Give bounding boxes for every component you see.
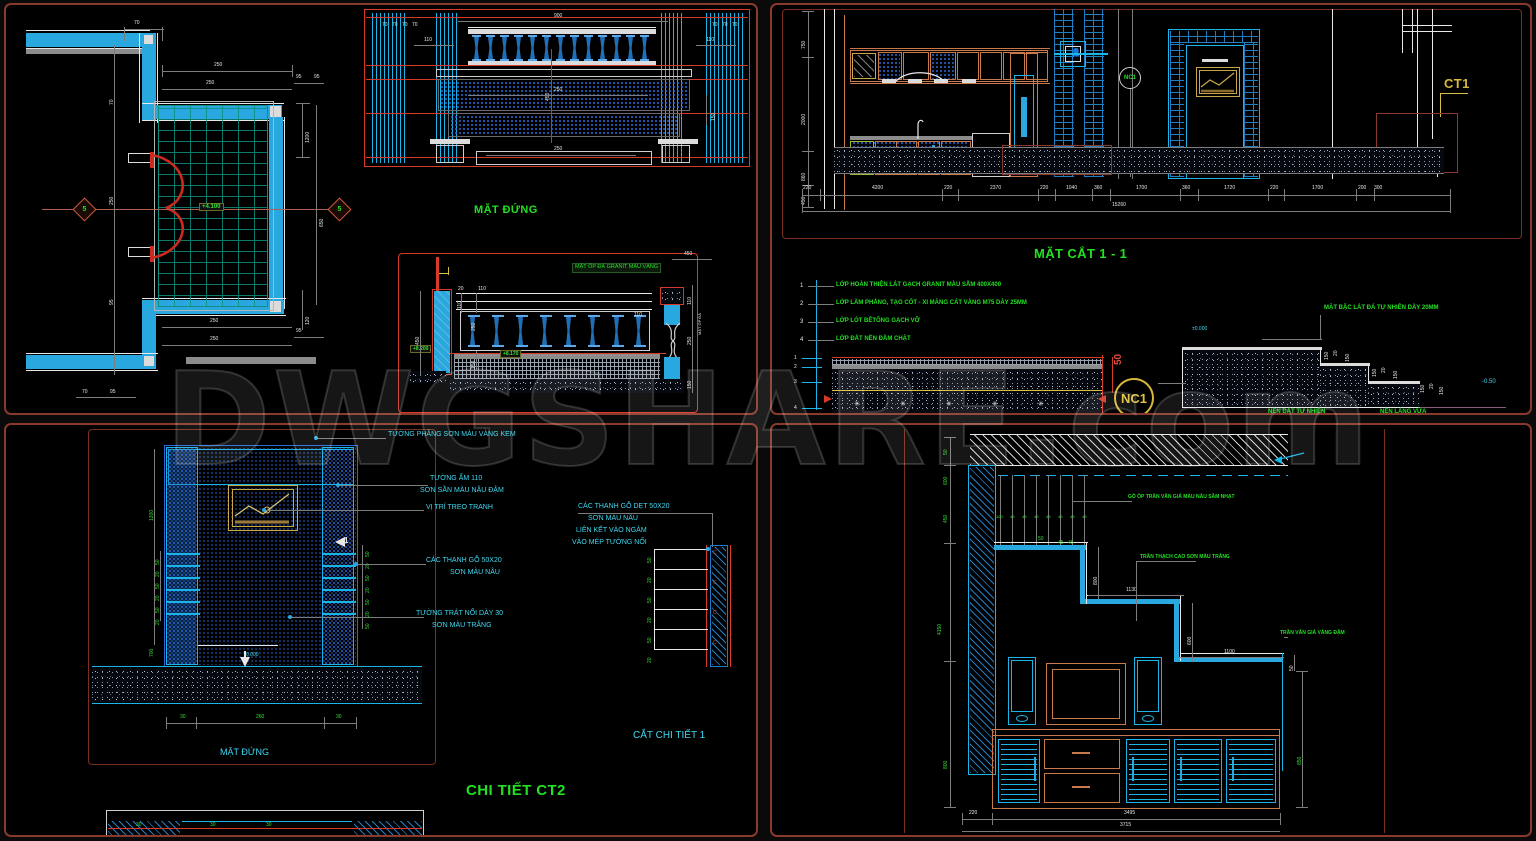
annotation-text: VỊ TRÍ TREO TRANH xyxy=(426,504,493,511)
dim-label: 1700 xyxy=(1312,185,1324,191)
dim-label: 600 xyxy=(943,476,949,485)
dim-label: 4200 xyxy=(872,185,884,191)
dim-label: 1700 xyxy=(1136,185,1148,191)
legend-no: 4 xyxy=(800,337,804,343)
panel-tv-cabinet: 100 45 45 45 45 45 45 45 GỖ ỐP TRẦN VÂN … xyxy=(770,423,1532,837)
dim-label: 860 xyxy=(801,172,807,181)
dim-label: 850 xyxy=(1297,756,1303,765)
dim-label: 300 xyxy=(1374,185,1383,191)
detail-ct2-title: CHI TIẾT CT2 xyxy=(466,782,566,799)
dim-label: 1200 xyxy=(149,509,155,521)
detail-badge-nc1: NC1 xyxy=(1114,378,1154,413)
step-top-label: MẶT BẬC LÁT ĐÁ TỰ NHIÊN DÀY 20MM xyxy=(1324,305,1439,311)
dim-label: 220 xyxy=(1040,185,1049,191)
axis-label: 5 xyxy=(82,206,87,213)
floor-thickness-label: 50 xyxy=(1113,353,1124,365)
step-bottom-level: -0.50 xyxy=(1482,379,1496,385)
annotation-text: VÀO MÉP TƯỜNG NỐI xyxy=(572,539,647,546)
panel-detail-ct2: 0.000 1 1200 50 20 50 20 50 20 700 50 xyxy=(4,423,758,837)
elevation-title: MẶT ĐỨNG xyxy=(474,204,538,216)
dim-label: 360 xyxy=(1182,185,1191,191)
axis-label: 5 xyxy=(337,206,342,213)
dim-label: 70 xyxy=(109,99,115,105)
overall-dim-label: 15260 xyxy=(1112,202,1126,208)
detail-marker-nc1: NC1 xyxy=(1119,67,1141,89)
dim-label: 3495 xyxy=(1124,810,1136,816)
dim-label: 200 xyxy=(1358,185,1367,191)
section-title: MẶT CẮT 1 - 1 xyxy=(1034,246,1128,261)
dim-label: 1720 xyxy=(1224,185,1236,191)
annotation-text: GỖ ỐP TRẦN VÂN GIẢ MÀU NÂU SẪM NHẠT xyxy=(1128,494,1235,500)
annotation-text: TƯỜNG TRÁT NỔI DÀY 30 xyxy=(416,610,504,617)
dim-label: 250 xyxy=(214,62,223,68)
step-mortar-label: NỀN LÁNG VỮA xyxy=(1380,409,1427,415)
legend-no: 1 xyxy=(800,283,804,289)
dim-label: 95 xyxy=(314,74,320,80)
axis-mark-right: 5 xyxy=(327,197,352,222)
legend-no: 3 xyxy=(800,319,804,325)
dim-label: 2000 xyxy=(801,113,807,125)
annotation-text: CÁC THANH GỖ DẸT 50X20 xyxy=(578,503,670,510)
dim-label: 30 xyxy=(336,714,342,720)
dim-label: 900 xyxy=(554,13,563,19)
stone-cladding-label: MẶT ỐP ĐÁ GRANIT MÀU VÀNG xyxy=(572,263,662,273)
dim-label: 120 xyxy=(305,316,311,325)
dim-label: 220 xyxy=(944,185,953,191)
panel-balustrade-plan: 5 5 +4.100 70 250 250 95 95 xyxy=(4,3,758,415)
dim-label: 250 xyxy=(109,196,115,205)
door-swing-arcs xyxy=(150,152,184,262)
dim-label: 650 xyxy=(319,218,325,227)
annotation-text: CÁC THANH GỖ 50X20 xyxy=(426,557,502,564)
cut-detail-subtitle: CẮT CHI TIẾT 1 xyxy=(633,730,706,741)
annotation-text: SƠN MÀU NÂU xyxy=(450,569,500,576)
dim-label: 220 xyxy=(1270,185,1279,191)
annotation-text: TƯỜNG ẨM 110 xyxy=(430,475,483,482)
dim-label: 1200 xyxy=(305,131,311,143)
annotation-text: SƠN MÀU NÂU xyxy=(588,515,638,522)
annotation-text: TRẦN VÂN GIẢ VÀNG ĐẬM xyxy=(1280,630,1345,636)
dim-label: 95 xyxy=(109,299,115,305)
legend-text: LỚP LÓT BÊTÔNG GẠCH VỠ xyxy=(836,318,920,324)
dim-label: 360 xyxy=(1094,185,1103,191)
annotation-text: LIÊN KẾT VÀO NGÀM xyxy=(576,527,647,534)
dim-label: 50 xyxy=(943,449,949,455)
dim-label: 1040 xyxy=(1066,185,1078,191)
level-tag-b: +8.170 xyxy=(500,350,522,358)
level-tag-plan: +4.100 xyxy=(199,203,224,211)
detail-tag-ct1: CT1 xyxy=(1444,76,1470,91)
dim-label: 800 xyxy=(943,760,949,769)
step-ground-label: NỀN ĐẤT TỰ NHIÊN xyxy=(1268,409,1326,415)
dim-label: 4150 xyxy=(937,623,943,635)
legend-text: LỚP HOÀN THIỆN LÁT GẠCH GRANIT MÀU SẪM 4… xyxy=(836,282,1002,288)
dim-label: 450 xyxy=(943,514,949,523)
legend-text: LỚP LÀM PHẲNG, TẠO CỐT - XI MĂNG CÁT VÀN… xyxy=(836,300,1027,306)
section-marker: 1 xyxy=(344,536,349,545)
level-tag: 0.000 xyxy=(246,652,259,658)
legend-text: LỚP ĐẤT NỀN ĐẦM CHẶT xyxy=(836,336,911,342)
elevation-subtitle: MẶT ĐỨNG xyxy=(220,747,270,757)
dim-label: 30 xyxy=(180,714,186,720)
panel-section-1-1: 750 2000 860 4 50 xyxy=(770,3,1532,415)
annotation-text: SƠN SẦN MÀU NÂU ĐẬM xyxy=(420,487,504,494)
annotation-text: SƠN MÀU TRẮNG xyxy=(432,622,492,629)
dim-label: 2370 xyxy=(990,185,1002,191)
dim-label: 260 xyxy=(256,714,265,720)
dim-label: 250 xyxy=(206,80,215,86)
annotation-text: TƯỜNG PHẲNG SƠN MÀU VÀNG KEM xyxy=(388,431,516,438)
step-top-level: ±0.000 xyxy=(1192,326,1208,332)
dim-label: 95 xyxy=(296,74,302,80)
dim-label: 3715 xyxy=(1120,822,1132,828)
dim-label: 220 xyxy=(803,185,812,191)
axis-mark-left: 5 xyxy=(72,197,97,222)
dim-label: 750 xyxy=(801,40,807,49)
dim-label: 220 xyxy=(969,810,978,816)
dim-label: 70 xyxy=(134,20,140,26)
legend-no: 2 xyxy=(800,301,804,307)
annotation-text: TRẦN THẠCH CAO SƠN MÀU TRẮNG xyxy=(1140,554,1230,560)
